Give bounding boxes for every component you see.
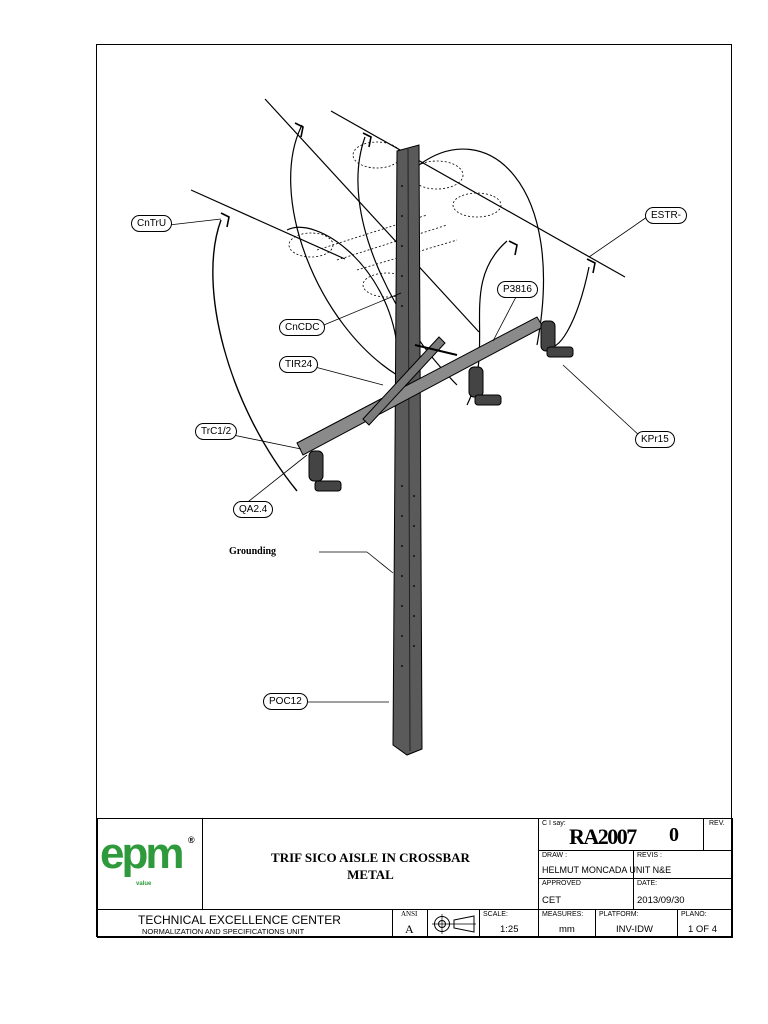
revis-label: REVIS :: [637, 852, 662, 859]
measures-cell: MEASURES: mm: [538, 909, 596, 938]
callout-kpr15: KPr15: [635, 431, 675, 448]
draw-cell: DRAW : HELMUT MONCADA UNIT N&E: [538, 850, 671, 879]
drawing-title-line1: TRIF SICO AISLE IN CROSSBAR: [271, 850, 470, 865]
callout-cntru: CnTrU: [131, 215, 173, 232]
approved-label: APPROVED: [542, 880, 581, 887]
revision-number: 0: [669, 824, 679, 846]
date-label: DATE:: [637, 880, 658, 887]
conductor-wire-top-right: [330, 110, 626, 278]
logo-tagline: value: [136, 881, 152, 887]
jumper-loop-middle: [290, 124, 398, 376]
center-cell: TECHNICAL EXCELLENCE CENTER NORMALIZATIO…: [97, 909, 393, 938]
date-value: 2013/09/30: [637, 895, 685, 906]
grounding-label: Grounding: [229, 546, 277, 557]
callout-estr: ESTR-: [645, 207, 687, 224]
date-cell: DATE: 2013/09/30: [633, 878, 733, 910]
callout-poc12: POC12: [263, 693, 308, 710]
measures-label: MEASURES:: [542, 911, 584, 918]
approved-value: CET: [542, 895, 561, 906]
code-label: C I say:: [542, 820, 566, 827]
third-angle-projection-icon: [432, 914, 476, 934]
ansi-value: A: [405, 922, 414, 936]
measures-value: mm: [559, 924, 575, 935]
approved-cell: APPROVED CET: [538, 878, 634, 910]
plano-value: 1 OF 4: [688, 924, 718, 935]
platform-cell: PLATFORM: INV-IDW: [595, 909, 678, 938]
center-name: TECHNICAL EXCELLENCE CENTER: [138, 913, 341, 927]
epm-logo: epm: [100, 829, 185, 878]
jumper-loop-left-inner: [286, 226, 398, 346]
title-cell: TRIF SICO AISLE IN CROSSBAR METAL: [202, 818, 539, 910]
logo-registered: ®: [188, 835, 195, 845]
draw-label: DRAW :: [542, 852, 568, 859]
ansi-label: ANSI: [401, 910, 418, 918]
callout-tir24: TIR24: [279, 356, 319, 373]
drawing-sheet: CnTrU ESTR- P3816 CnCDC TIR24 TrC1/2 KPr…: [96, 44, 733, 938]
scale-cell: SCALE: 1:25: [479, 909, 539, 938]
brace: [362, 336, 446, 426]
jumper-loop-right: [418, 148, 545, 346]
projection-cell: [427, 909, 480, 938]
unit-name: NORMALIZATION AND SPECIFICATIONS UNIT: [142, 927, 305, 936]
platform-label: PLATFORM:: [599, 911, 639, 918]
jumper-loop-left: [212, 219, 298, 492]
pole-drawing: [168, 98, 648, 756]
callout-trc12: TrC1/2: [195, 423, 238, 440]
rev-cell: REV.: [703, 818, 733, 851]
code-cell: C I say: RA2007 0: [538, 818, 704, 851]
scale-label: SCALE:: [483, 911, 508, 918]
conductor-wire-top-left: [264, 98, 480, 333]
callout-p3816: P3816: [497, 281, 538, 298]
plano-cell: PLANO: 1 OF 4: [677, 909, 733, 938]
cutout-right: [540, 320, 574, 358]
revis-cell: REVIS :: [633, 850, 733, 879]
draw-value: HELMUT MONCADA UNIT N&E: [542, 865, 672, 875]
drawing-title-line2: METAL: [347, 867, 394, 882]
logo-cell: epm ® value: [97, 818, 203, 910]
platform-value: INV-IDW: [616, 924, 653, 935]
scale-value: 1:25: [500, 924, 519, 935]
jumper-loop-middle-2: [357, 136, 458, 386]
pole: [392, 144, 423, 756]
callout-cncdc: CnCDC: [279, 319, 326, 336]
rev-label: REV.: [709, 820, 725, 827]
cutout-middle: [468, 366, 502, 406]
cutout-left: [308, 450, 342, 492]
plano-label: PLANO:: [681, 911, 707, 918]
ansi-cell: ANSI A: [392, 909, 428, 938]
title-block: epm ® value TRIF SICO AISLE IN CROSSBAR …: [97, 818, 733, 938]
conductor-wire-left: [190, 189, 346, 260]
drawing-code: RA2007: [569, 824, 637, 849]
callout-qa24: QA2.4: [233, 501, 274, 518]
